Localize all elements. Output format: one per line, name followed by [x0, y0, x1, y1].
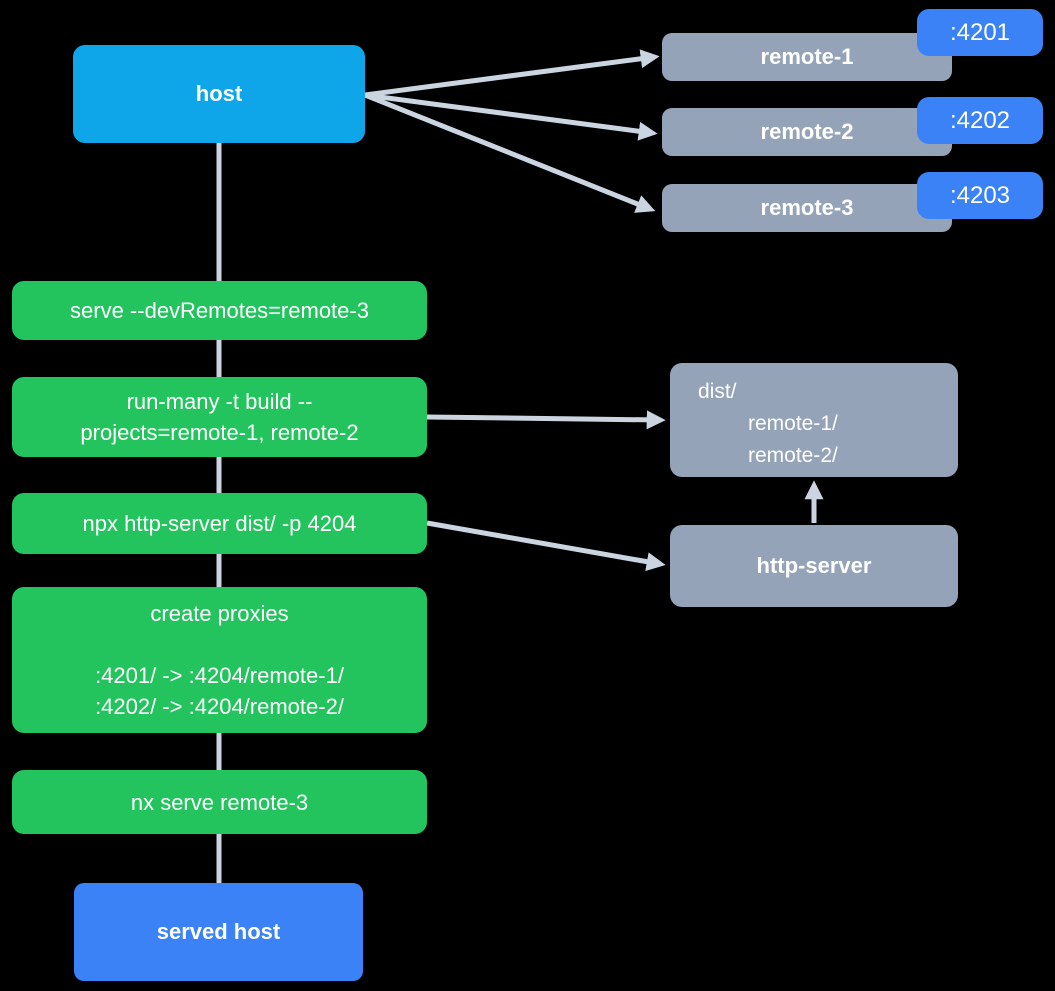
host-label: host — [195, 81, 243, 106]
remote-2-node: remote-2 — [662, 108, 952, 156]
remote-2-label: remote-2 — [760, 119, 854, 144]
remote-1-label: remote-1 — [760, 44, 854, 69]
arrow-host-to-remote-1 — [364, 49, 660, 98]
host-node: host — [73, 45, 365, 143]
step-serve-dev-remotes-text: serve --devRemotes=remote-3 — [70, 298, 369, 323]
remote-3-label: remote-3 — [760, 195, 854, 220]
step-http-server-command: npx http-server dist/ -p 4204 — [12, 493, 427, 554]
arrow-command-to-httpserver — [426, 520, 666, 572]
remote-3-port-badge: :4203 — [917, 172, 1043, 219]
step-nx-serve-remote-3: nx serve remote-3 — [12, 770, 427, 834]
remote-1-node: remote-1 — [662, 33, 952, 81]
step-create-proxies: create proxies :4201/ -> :4204/remote-1/… — [12, 587, 427, 733]
proxy-mapping-2: :4202/ -> :4204/remote-2/ — [95, 694, 344, 719]
step-nx-serve-remote-3-text: nx serve remote-3 — [130, 789, 309, 815]
served-host-label: served host — [156, 919, 281, 944]
dist-folder-root: dist/ — [698, 380, 737, 403]
dist-folder-remote-2: remote-2/ — [748, 444, 838, 467]
create-proxies-title: create proxies — [150, 601, 289, 626]
remote-1-port: :4201 — [949, 18, 1011, 46]
served-host-node: served host — [74, 883, 363, 981]
dist-folder-remote-1: remote-1/ — [748, 412, 838, 435]
remote-3-port: :4203 — [949, 181, 1011, 209]
proxy-mapping-1: :4201/ -> :4204/remote-1/ — [95, 663, 344, 688]
arrow-host-to-remote-3 — [364, 92, 656, 213]
step-http-server-command-text: npx http-server dist/ -p 4204 — [82, 511, 357, 536]
step-run-many-line-1: run-many -t build -- — [126, 389, 313, 414]
step-run-many-build: run-many -t build -- projects=remote-1, … — [12, 377, 427, 457]
arrow-build-to-dist — [426, 410, 666, 430]
http-server-label: http-server — [756, 553, 872, 578]
dist-folder-node: dist/ remote-1/ remote-2/ — [670, 363, 958, 477]
arrow-host-to-remote-2 — [364, 92, 658, 141]
remote-2-port-badge: :4202 — [917, 97, 1043, 144]
http-server-node: http-server — [670, 525, 958, 607]
remote-1-port-badge: :4201 — [917, 9, 1043, 56]
step-serve-dev-remotes: serve --devRemotes=remote-3 — [12, 281, 427, 340]
remote-3-node: remote-3 — [662, 184, 952, 232]
remote-2-port: :4202 — [949, 106, 1011, 134]
step-run-many-line-2: projects=remote-1, remote-2 — [80, 420, 359, 445]
